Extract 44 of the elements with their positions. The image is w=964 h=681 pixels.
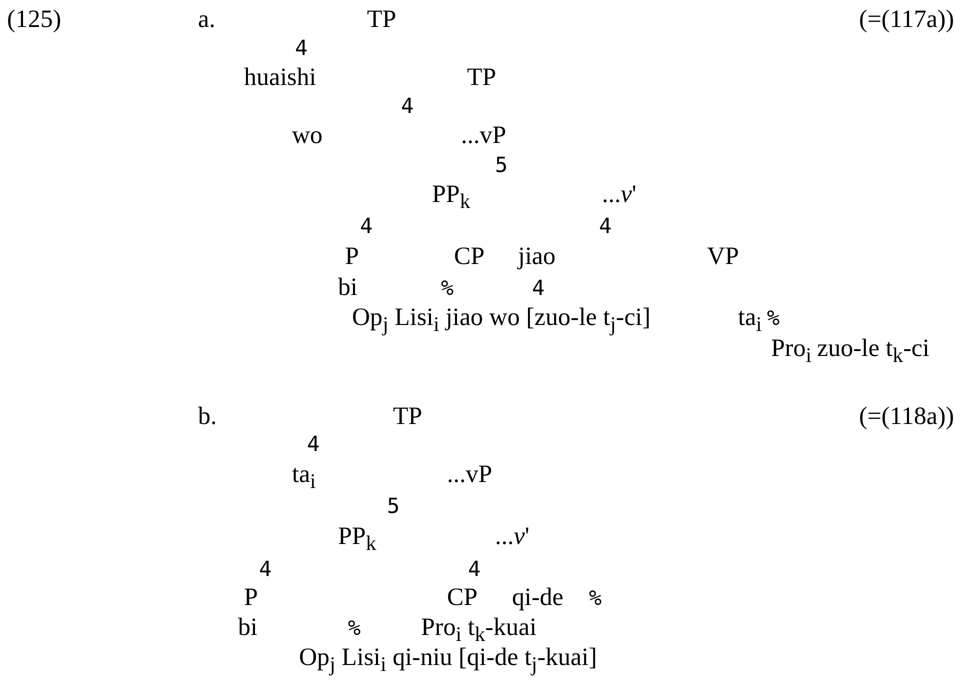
tree-node-label: CP (454, 242, 485, 272)
sub-example-label: a. (198, 5, 216, 35)
tree-node-label: TP (467, 63, 496, 93)
tree-node-label: PP$_{k}$ (432, 180, 470, 215)
branch-glyph: % (348, 615, 361, 642)
tree-node-label: TP (393, 402, 422, 432)
branch-glyph: % (767, 305, 780, 332)
tree-node-label: Pro$_{i}$ (771, 334, 812, 369)
tree-node-label: P (244, 583, 258, 613)
branch-glyph: 4 (360, 213, 373, 240)
branch-glyph: 5 (495, 152, 508, 179)
tree-node-label: bi (238, 613, 258, 643)
example-number: (125) (7, 5, 62, 35)
branch-glyph: 4 (295, 35, 308, 62)
tree-node-label: ...vP (447, 460, 492, 490)
tree-node-label: CP (447, 583, 478, 613)
cross-reference: (=(117a)) (859, 5, 954, 35)
branch-glyph: 4 (401, 93, 414, 120)
branch-glyph: 5 (387, 493, 400, 520)
tree-node-label: ...v' (495, 522, 530, 552)
tree-node-label: zuo-le t$_{k}$-ci (817, 334, 930, 369)
branch-glyph: 4 (307, 431, 320, 458)
tree-node-label: PP$_{k}$ (338, 522, 376, 557)
tree-node-label: ...v' (602, 180, 636, 210)
tree-node-label: VP (707, 242, 739, 272)
branch-glyph: 4 (599, 213, 612, 240)
branch-glyph: 4 (259, 556, 272, 583)
tree-node-label: P (345, 242, 359, 272)
cross-reference: (=(118a)) (859, 402, 954, 432)
branch-glyph: 4 (532, 275, 545, 302)
tree-node-label: jiao (518, 242, 556, 272)
sub-example-label: b. (198, 402, 217, 432)
branch-glyph: 4 (468, 556, 481, 583)
branch-glyph: % (441, 275, 454, 302)
branch-glyph: % (589, 585, 602, 612)
tree-node-label: ta$_{i}$ (292, 460, 316, 495)
tree-node-label: Op$_{j}$ Lisi$_{i}$ jiao wo [zuo-le t$_{j}$-ci] (352, 303, 651, 338)
tree-node-label: huaishi (244, 63, 316, 93)
tree-node-label: wo (292, 121, 323, 151)
tree-node-label: TP (367, 5, 396, 35)
tree-node-label: bi (338, 273, 358, 303)
tree-node-label: qi-de (512, 583, 564, 613)
tree-node-label: ...vP (461, 121, 506, 151)
tree-node-label: ta$_{i}$ (738, 303, 762, 338)
